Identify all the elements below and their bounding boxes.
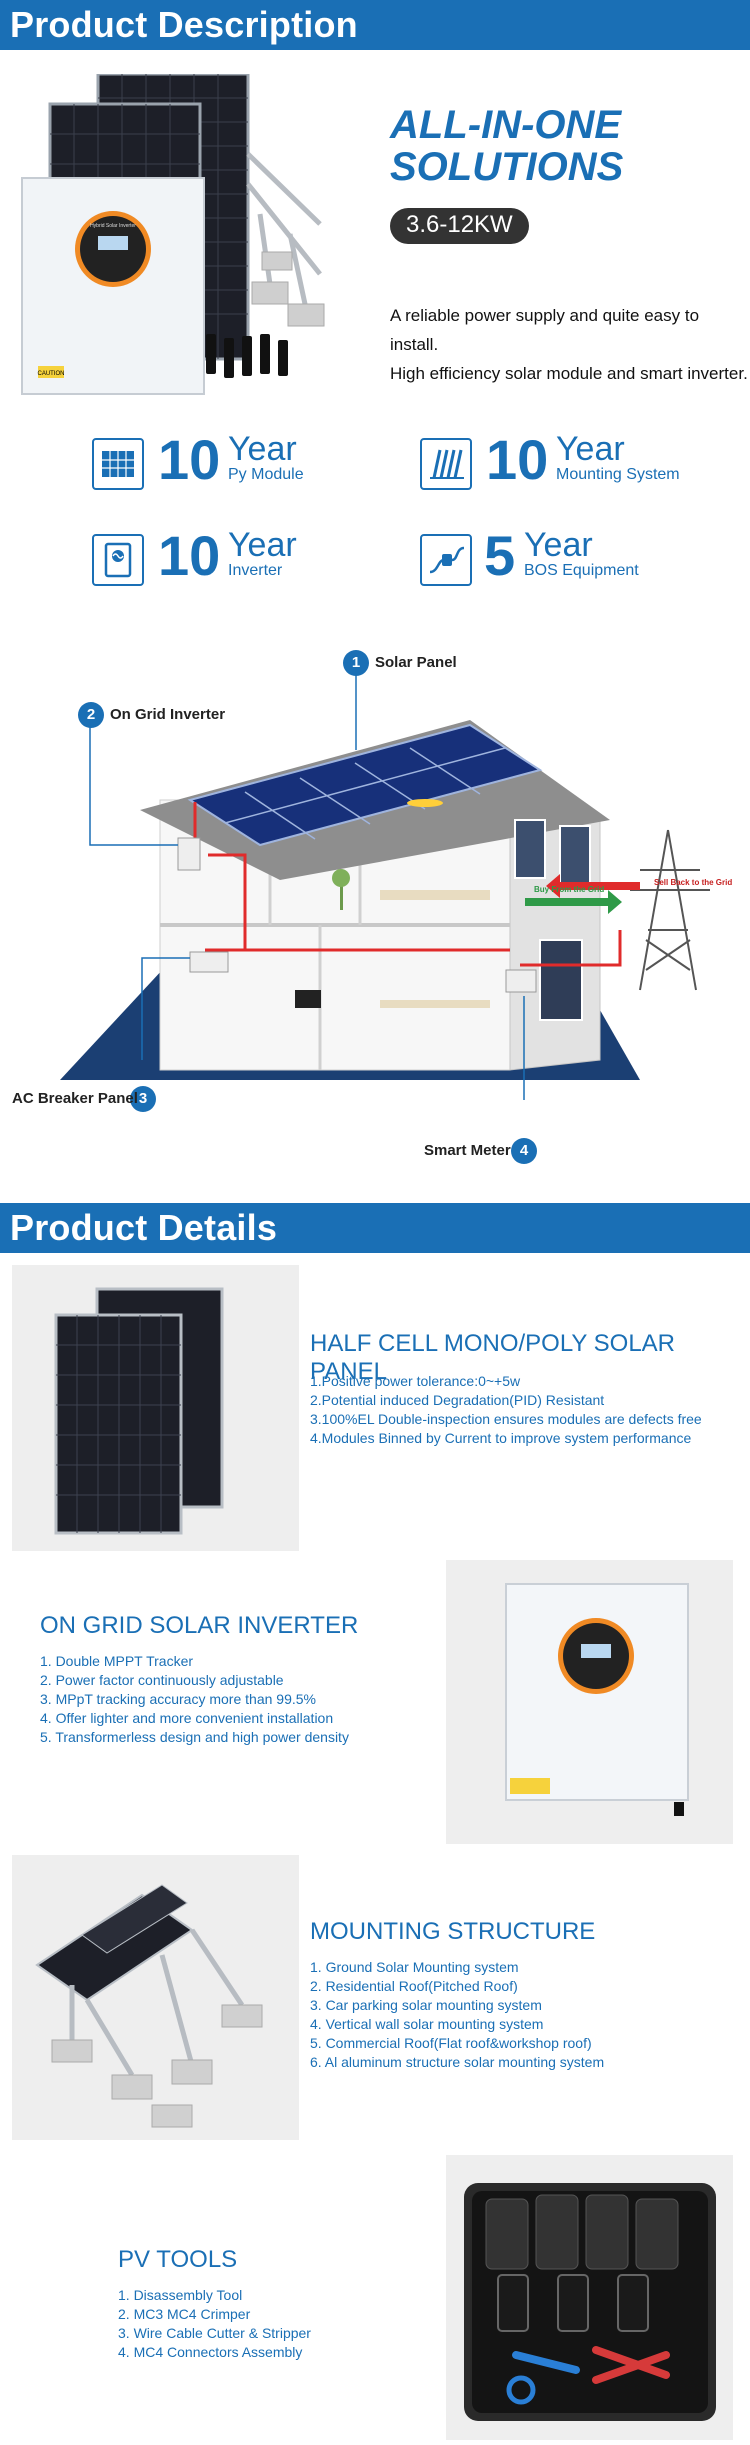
list-item: 4. Vertical wall solar mounting system [310,2016,544,2032]
list-item: 3. MPpT tracking accuracy more than 99.5… [40,1691,316,1707]
list-item: 5. Commercial Roof(Flat roof&workshop ro… [310,2035,592,2051]
concrete-blocks [251,251,325,327]
detail-title-mounting: MOUNTING STRUCTURE [310,1918,596,1945]
hero-title-line1: ALL-IN-ONE [390,103,622,147]
detail-list-mounting: 1. Ground Solar Mounting system 2. Resid… [310,1958,604,2072]
list-item: 3. Wire Cable Cutter & Stripper [118,2325,311,2341]
list-item: 4.Modules Binned by Current to improve s… [310,1430,692,1446]
callout-badge-2: 2 [78,702,104,728]
power-range-badge: 3.6-12KW [390,208,529,244]
detail-title-inverter: ON GRID SOLAR INVERTER [40,1612,359,1639]
detail-list-solar-panel: 1.Positive power tolerance:0~+5w 2.Poten… [310,1372,702,1448]
warranty-bos-equipment: 5 Year BOS Equipment [420,524,750,588]
connector-cable-icon [420,534,472,586]
roof-solar-array [187,723,543,847]
mounting-rail-icon [420,438,472,490]
detail-list-pv-tools: 1. Disassembly Tool 2. MC3 MC4 Crimper 3… [118,2286,311,2362]
diagram-meter [505,969,537,993]
callout-on-grid-inverter: On Grid Inverter [110,706,226,723]
detail-title-solar-panel: HALF CELL MONO/POLY SOLAR PANEL [310,1330,676,1385]
warranty-unit: Year [556,430,625,468]
warranty-unit: Year [228,526,297,564]
callout-smart-meter: Smart Meter [424,1142,511,1159]
sell-back-grid-label: Sell Back to the Grid [654,878,733,887]
callout-badge-4: 4 [511,1138,537,1164]
list-item: 1.Positive power tolerance:0~+5w [310,1373,521,1389]
warranty-inverter: 10 Year Inverter [92,524,422,588]
diagram-inverter [177,837,201,871]
diagram-breaker [189,951,229,973]
list-item: 3.100%EL Double-inspection ensures modul… [310,1411,702,1427]
warranty-unit: Year [228,430,297,468]
list-item: 2. Residential Roof(Pitched Roof) [310,1978,518,1994]
mounting-rack [246,152,322,305]
list-item: 2. Power factor continuously adjustable [40,1672,284,1688]
list-item: 2. MC3 MC4 Crimper [118,2306,251,2322]
warranty-label: Mounting System [556,466,680,483]
detail-inverter-image [446,1560,733,1844]
product-description-banner: Product Description [0,0,750,50]
warranty-unit: Year [524,526,593,564]
warranty-label: BOS Equipment [524,562,639,579]
section-title: Product Details [10,1207,278,1248]
section-title: Product Description [10,4,358,45]
list-item: 5. Transformerless design and high power… [40,1729,349,1745]
warranty-label: Py Module [228,466,304,483]
list-item: 2.Potential induced Degradation(PID) Res… [310,1392,605,1408]
warranty-years: 10 [486,428,549,491]
detail-pv-tools-image [446,2155,733,2440]
list-item: 3. Car parking solar mounting system [310,1997,542,2013]
callout-badge-3: 3 [130,1086,156,1112]
hero-title-line2: SOLUTIONS [390,145,624,189]
caution-label: CAUTION [38,371,65,377]
warranty-years: 5 [484,524,516,587]
detail-mounting-image [12,1855,299,2140]
solar-panel-icon [92,438,144,490]
list-item: 6. Al aluminum structure solar mounting … [310,2054,605,2070]
detail-title-pv-tools: PV TOOLS [118,2246,238,2273]
inverter-brand-text: Hybrid Solar Inverter [90,223,136,229]
power-pylon [630,829,710,991]
list-item: 1. Double MPPT Tracker [40,1653,194,1669]
warranty-years: 10 [158,428,221,491]
hero-description: A reliable power supply and quite easy t… [390,301,750,388]
list-item: 1. Disassembly Tool [118,2287,243,2303]
callout-ac-breaker-panel: AC Breaker Panel [12,1090,138,1107]
hero-title: ALL-IN-ONE SOLUTIONS [390,104,623,188]
system-diagram: Buy From the Grid Sell Back to the Grid … [0,640,750,1180]
list-item: 4. MC4 Connectors Assembly [118,2344,303,2360]
list-item: 4. Offer lighter and more convenient ins… [40,1710,334,1726]
list-item: 1. Ground Solar Mounting system [310,1959,519,1975]
sell-arrow [546,874,640,898]
warranty-years: 10 [158,524,221,587]
callout-solar-panel: Solar Panel [375,654,457,671]
hero-desc-line2: High efficiency solar module and smart i… [390,364,748,383]
callout-badge-1: 1 [343,650,369,676]
warranty-py-module: 10 Year Py Module [92,428,422,492]
mc4-connectors [206,334,288,378]
warranty-label: Inverter [228,562,283,579]
buy-arrow [525,890,622,914]
house-illustration [60,662,710,1100]
detail-list-inverter: 1. Double MPPT Tracker 2. Power factor c… [40,1652,349,1747]
detail-solar-panel-image [12,1265,299,1551]
hero-product-image: Hybrid Solar Inverter CAUTION [21,74,325,395]
inverter-icon [92,534,144,586]
product-details-banner: Product Details [0,1203,750,1253]
buy-from-grid-label: Buy From the Grid [534,885,605,894]
warranty-mounting-system: 10 Year Mounting System [420,428,750,492]
hero-desc-line1: A reliable power supply and quite easy t… [390,306,700,354]
inverter-unit: Hybrid Solar Inverter CAUTION [21,177,205,395]
